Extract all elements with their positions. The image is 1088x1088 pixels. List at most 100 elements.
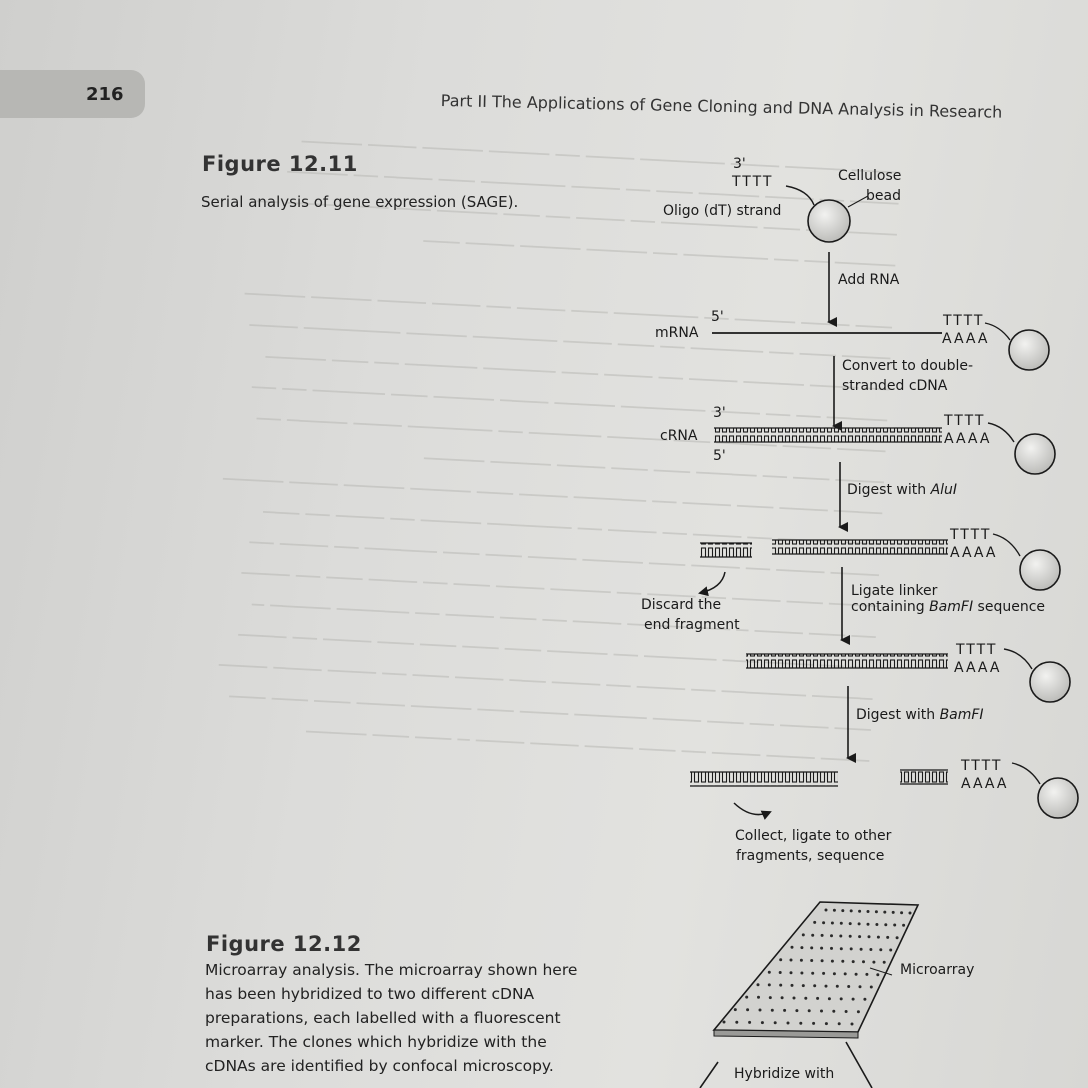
- microarray-spot: [812, 1021, 816, 1025]
- microarray-spot: [858, 935, 862, 939]
- label-crna: cRNA: [660, 428, 698, 444]
- label-digest-bamfi: Digest with BamFI: [856, 707, 984, 723]
- microarray-spot: [851, 997, 855, 1001]
- label-ligate-2: containing BamFI sequence: [851, 599, 1045, 615]
- microarray-spot: [849, 909, 853, 913]
- figure-12-12-caption: Microarray analysis. The microarray show…: [205, 958, 577, 1078]
- label-ligate-1: Ligate linker: [851, 583, 938, 599]
- microarray-spot: [824, 908, 828, 912]
- label-collect-1: Collect, ligate to other: [735, 828, 892, 844]
- microarray-spot: [858, 909, 862, 913]
- microarray-spot: [841, 909, 845, 913]
- label-digest-alui-enzyme: AluI: [930, 482, 958, 498]
- microarray-spot: [830, 946, 833, 950]
- microarray-spot: [841, 959, 845, 963]
- microarray-spot: [876, 935, 880, 939]
- microarray-spot: [779, 958, 783, 962]
- microarray-spot: [745, 995, 749, 999]
- label-microarray: Microarray: [900, 962, 975, 978]
- microarray-spot: [832, 972, 836, 976]
- label-three-prime-top: 3': [733, 156, 746, 172]
- microarray-spot: [869, 985, 873, 989]
- caption-line: has been hybridized to two different cDN…: [205, 985, 535, 1003]
- microarray-spot: [767, 970, 771, 974]
- microarray-spot: [804, 996, 808, 1000]
- microarray-spot: [811, 933, 815, 937]
- microarray-spot: [824, 1022, 828, 1026]
- label-tttt-6: TTTT: [961, 758, 1003, 774]
- microarray-spot: [862, 960, 865, 964]
- microarray-spot: [820, 959, 824, 963]
- microarray-spot: [748, 1020, 752, 1024]
- label-hybridize-with: Hybridize with: [734, 1066, 835, 1082]
- microarray-spot: [816, 996, 820, 1000]
- microarray-spot: [789, 958, 793, 962]
- microarray-spot: [807, 1009, 811, 1013]
- microarray-spot: [790, 983, 794, 987]
- label-five-prime-mrna: 5': [711, 309, 724, 325]
- microarray-spot: [866, 922, 870, 926]
- microarray-spot: [789, 971, 793, 975]
- label-aaaa-3: AAAA: [944, 431, 992, 447]
- label-mrna: mRNA: [655, 325, 699, 341]
- microarray-spot: [767, 983, 771, 987]
- microarray-spot: [822, 921, 826, 925]
- microarray-spot: [800, 946, 804, 950]
- microarray-spot: [824, 984, 828, 988]
- microarray-spot: [891, 910, 895, 914]
- microarray-graphic: [699, 901, 920, 1088]
- microarray-spot: [790, 945, 794, 949]
- microarray-spot: [778, 971, 782, 974]
- microarray-spot: [872, 960, 876, 964]
- microarray-spot: [733, 1008, 737, 1012]
- label-convert-2: stranded cDNA: [842, 378, 948, 394]
- microarray-spot: [820, 933, 824, 937]
- microarray-spot: [850, 1022, 854, 1026]
- microarray-spot: [768, 996, 772, 1000]
- microarray-spot: [830, 959, 834, 963]
- microarray-spot: [839, 997, 843, 1001]
- microarray-spot: [867, 935, 871, 939]
- microarray-spot: [847, 985, 851, 988]
- microarray-spot: [859, 947, 863, 951]
- page-number: 216: [86, 84, 124, 105]
- label-convert-1: Convert to double-: [842, 358, 974, 374]
- microarray-spot: [835, 984, 839, 988]
- label-discard-1: Discard the: [641, 597, 722, 613]
- microarray-spot: [865, 972, 869, 976]
- microarray-spot: [832, 908, 836, 912]
- label-tttt-1: TTTT: [732, 174, 774, 190]
- microarray-spot: [848, 934, 852, 938]
- microarray-spot: [900, 911, 904, 915]
- label-bead: bead: [866, 188, 901, 204]
- label-digest-bamfi-prefix: Digest with: [856, 707, 940, 723]
- label-discard-2: end fragment: [644, 617, 740, 633]
- microarray-spot: [879, 948, 883, 952]
- label-tttt-3: TTTT: [944, 413, 986, 429]
- microarray-spot: [863, 997, 867, 1001]
- microarray-spot: [722, 1020, 726, 1024]
- microarray-spot: [893, 923, 897, 927]
- label-aaaa-2: AAAA: [942, 331, 990, 347]
- label-cellulose: Cellulose: [838, 168, 902, 184]
- figure-12-12-title: Figure 12.12: [206, 932, 362, 956]
- label-three-prime-crna: 3': [713, 405, 726, 421]
- bamfi-fragments-row: [690, 762, 1079, 820]
- microarray-spot: [839, 947, 843, 951]
- microarray-spot: [869, 948, 873, 951]
- label-tttt-5: TTTT: [956, 642, 998, 658]
- label-five-prime-crna: 5': [713, 448, 726, 464]
- microarray-spot: [849, 947, 853, 951]
- caption-line: Microarray analysis. The microarray show…: [205, 961, 578, 979]
- microarray-spot: [813, 984, 817, 988]
- ligated-row: [746, 648, 1071, 703]
- microarray-spot: [746, 1008, 750, 1012]
- microarray-spot: [799, 958, 803, 962]
- microarray-spot: [801, 984, 805, 988]
- label-aaaa-6: AAAA: [961, 776, 1009, 792]
- microarray-spot: [827, 997, 831, 1001]
- microarray-spot: [848, 922, 852, 926]
- label-ligate-2-prefix: containing: [851, 599, 930, 615]
- microarray-spot: [830, 934, 833, 938]
